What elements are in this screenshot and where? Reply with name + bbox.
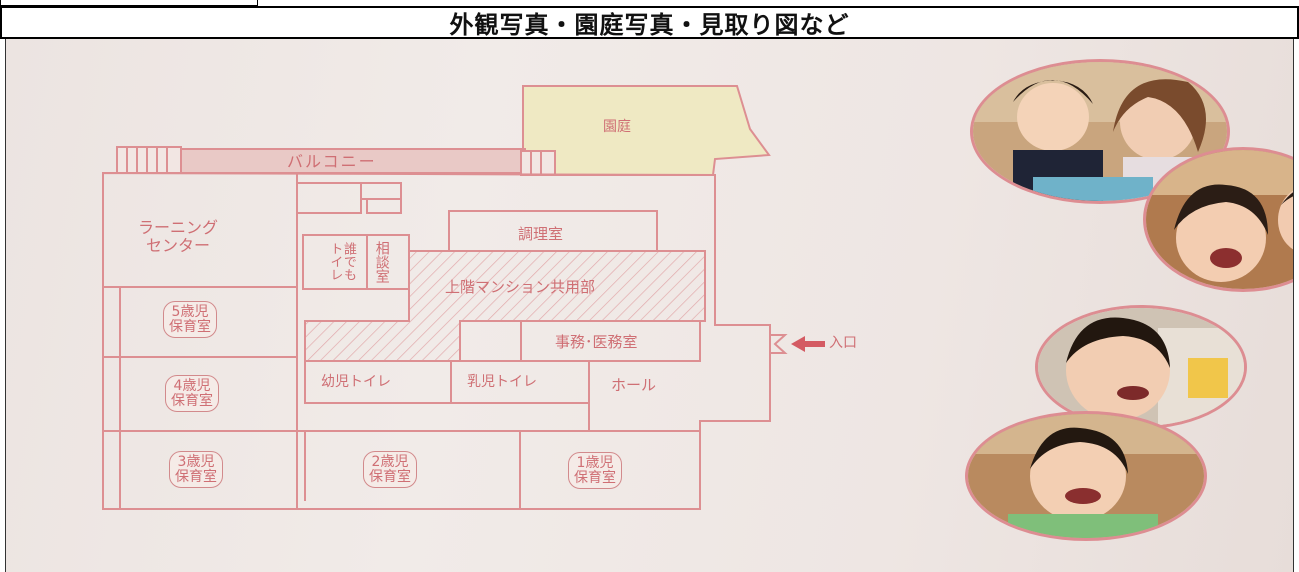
outer-wall	[102, 171, 771, 510]
room-age3-label: 3歳児 保育室	[169, 451, 223, 489]
top-tab	[0, 0, 258, 6]
preschool-toilet-label: 幼児トイレ	[321, 374, 391, 390]
room-age2-label: 2歳児 保育室	[363, 451, 417, 489]
room-age4-label: 4歳児 保育室	[165, 375, 219, 413]
office-label: 事務･医務室	[555, 333, 638, 351]
laughing-child-image	[1146, 150, 1294, 289]
frame-border-left	[5, 39, 6, 572]
balcony-label: バルコニー	[287, 152, 377, 171]
children-photo-2	[1143, 147, 1294, 292]
room-age1-label: 1歳児 保育室	[568, 452, 622, 490]
garden-area	[522, 85, 771, 176]
toilet-anyone-label: 誰でもトイレ	[327, 242, 356, 281]
consult-room-label: 相談室	[373, 241, 390, 283]
mansion-common-label: 上階マンション共用部	[445, 278, 596, 296]
section-title: 外観写真・園庭写真・見取り図など	[449, 11, 850, 39]
frame-border-right	[1293, 39, 1294, 572]
floor-plan	[102, 85, 825, 510]
learning-center-label: ラーニング センター	[138, 218, 219, 255]
smiling-boy-image	[1038, 308, 1244, 426]
room-age5-label: 5歳児 保育室	[163, 301, 217, 339]
kitchen-label: 調理室	[518, 225, 564, 243]
happy-child-image	[968, 414, 1204, 538]
section-header: 外観写真・園庭写真・見取り図など	[0, 6, 1299, 39]
infant-toilet-label: 乳児トイレ	[467, 374, 537, 390]
nursery-photo: 園庭 バルコニー ラーニング センター 誰でもトイレ 相談室 調理室 上階マンシ…	[5, 39, 1294, 572]
children-photo-3	[1035, 305, 1247, 429]
balcony-area	[179, 148, 526, 174]
children-photo-4	[965, 411, 1207, 541]
garden-label: 園庭	[603, 119, 631, 135]
mansion-common-area	[304, 250, 706, 362]
entrance-label: 入口	[829, 335, 857, 351]
hall-label: ホール	[611, 376, 657, 394]
entrance-arrow-icon	[791, 336, 825, 352]
